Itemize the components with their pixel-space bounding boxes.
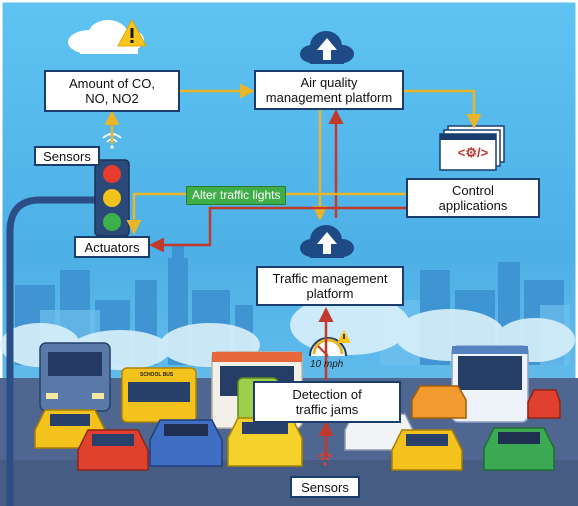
sensors-top-box: Sensors: [34, 146, 100, 166]
arrow-control-to-actuators-yellow: [126, 192, 406, 235]
car-blue: [149, 419, 223, 467]
control-applications-box: Control applications: [406, 178, 540, 218]
arrow-air-quality-to-control: [404, 89, 482, 129]
speed-readout: 10 mph: [310, 359, 344, 370]
traffic-management-platform-box: Traffic management platform: [256, 266, 404, 306]
cloud-upload-icon: [300, 225, 354, 258]
detection-of-traffic-jams-box: Detection of traffic jams: [253, 381, 401, 423]
car-red-left: [77, 429, 149, 471]
traffic-light-pole: [6, 196, 100, 506]
warning-icon: [117, 18, 147, 47]
warning-icon: [337, 330, 351, 343]
arrow-control-to-actuators-red: [149, 206, 406, 253]
truck-left: [39, 342, 111, 412]
car-yellow-center: [227, 417, 303, 467]
car-green-right: [483, 427, 555, 471]
car-orange: [411, 385, 467, 419]
air-quality-platform-box: Air quality management platform: [254, 70, 404, 110]
emissions-box: Amount of CO, NO, NO2: [44, 70, 180, 112]
code-symbol: <⚙/>: [457, 145, 489, 160]
car-red-right: [527, 389, 561, 419]
actuators-box: Actuators: [74, 236, 150, 258]
bus-right: [451, 345, 529, 423]
sensors-bottom-box: Sensors: [290, 476, 360, 498]
alter-traffic-lights-label: Alter traffic lights: [186, 186, 287, 205]
school-bus-label: SCHOOL BUS: [140, 372, 174, 378]
traffic-light-icon: [94, 159, 130, 237]
taxi-right: [391, 429, 463, 471]
code-window-icon: [439, 125, 505, 171]
cloud-upload-icon: [300, 31, 354, 64]
